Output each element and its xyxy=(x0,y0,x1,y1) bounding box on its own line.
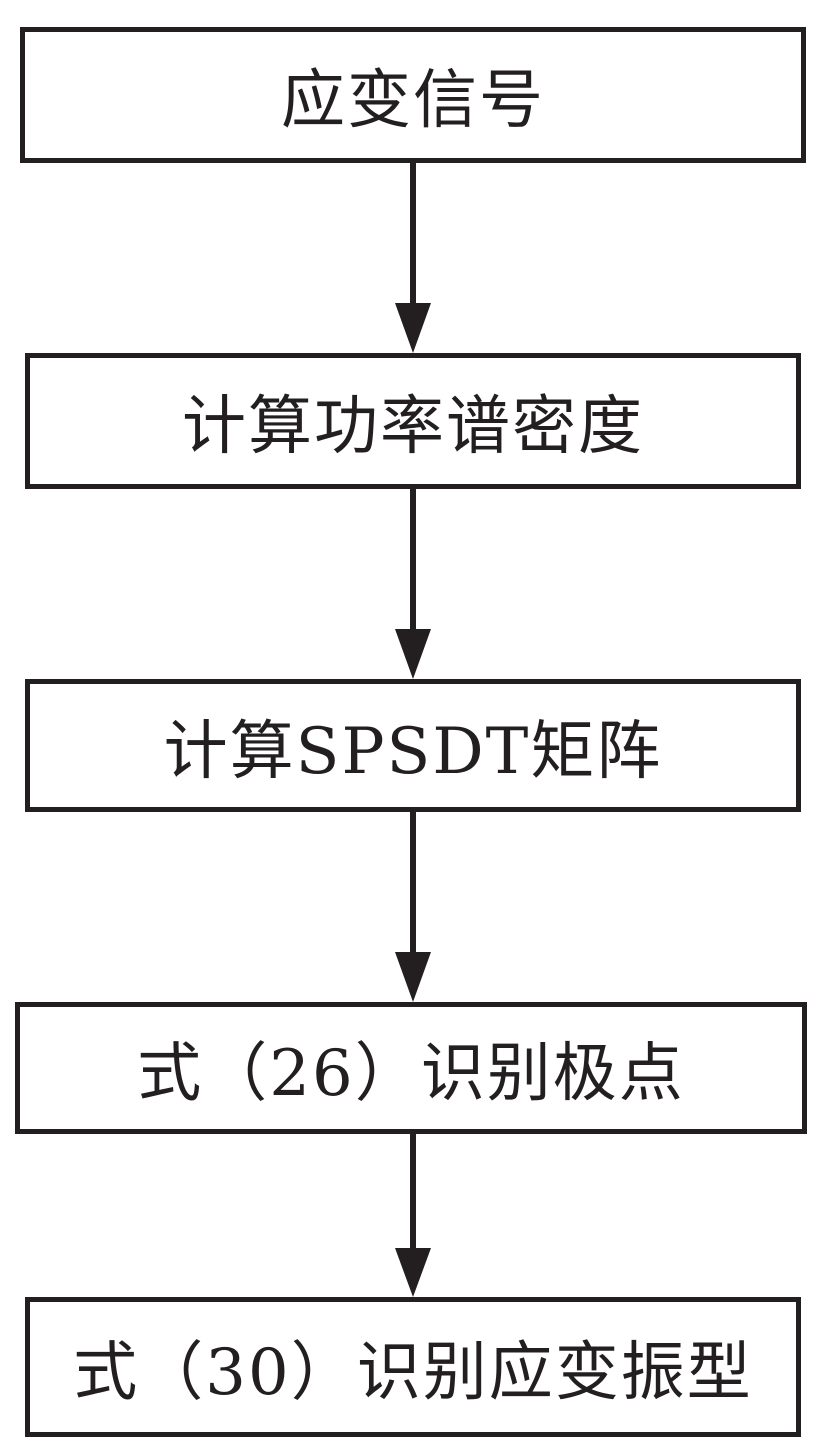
step-identify-poles-label: 式（26）识别极点 xyxy=(137,1037,685,1111)
step-strain-signal-label: 应变信号 xyxy=(281,64,545,138)
step-strain-signal: 应变信号 xyxy=(20,27,806,163)
step-compute-spsdt-matrix: 计算SPSDT矩阵 xyxy=(25,679,801,812)
step-identify-strain-modes-label: 式（30）识别应变振型 xyxy=(73,1336,753,1410)
arrow-2 xyxy=(395,489,431,679)
step-compute-psd-label: 计算功率谱密度 xyxy=(182,390,644,464)
arrow-3-head xyxy=(395,952,431,1002)
step-identify-poles: 式（26）识别极点 xyxy=(15,1002,807,1134)
arrow-4 xyxy=(395,1134,431,1297)
step-compute-psd: 计算功率谱密度 xyxy=(25,353,801,489)
arrow-3 xyxy=(395,812,431,1002)
arrow-4-head xyxy=(395,1248,431,1297)
step-compute-spsdt-matrix-label: 计算SPSDT矩阵 xyxy=(163,714,663,789)
arrow-2-head xyxy=(395,629,431,679)
step-identify-strain-modes: 式（30）识别应变振型 xyxy=(25,1297,801,1437)
arrow-1-head xyxy=(395,303,431,353)
arrow-1 xyxy=(395,163,431,353)
